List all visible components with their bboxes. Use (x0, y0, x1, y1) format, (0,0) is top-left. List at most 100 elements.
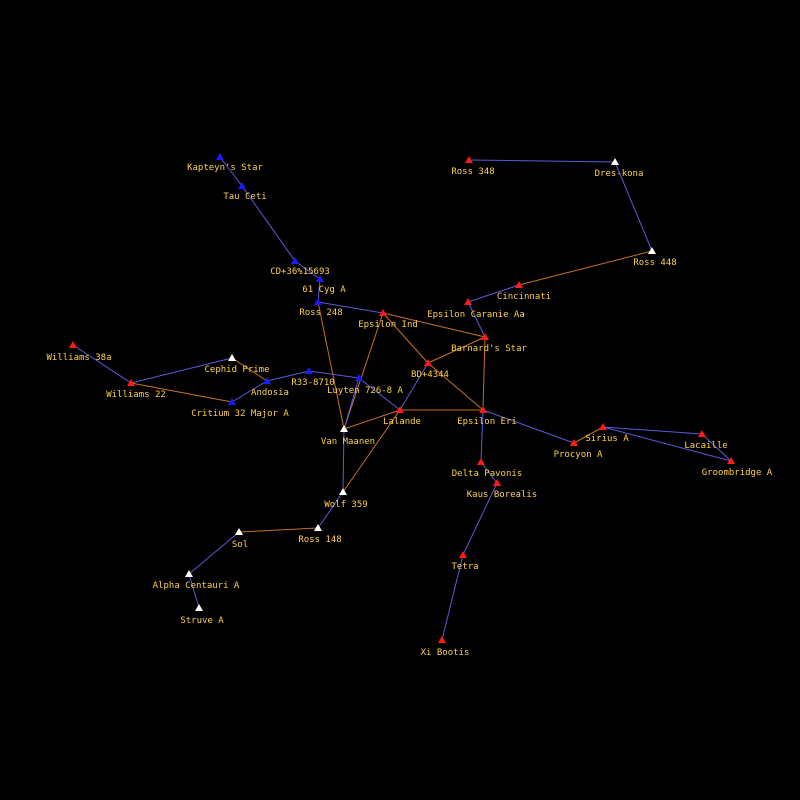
star-system-lalande[interactable] (396, 406, 404, 413)
star-label-groombridge-a: Groombridge A (702, 468, 773, 478)
hyperlane-williams-22-to-critium-32-major-a (130, 382, 233, 403)
star-label-tau-ceti: Tau Ceti (223, 192, 266, 202)
star-marker-icon[interactable] (611, 158, 619, 165)
star-system-struve-a[interactable] (195, 604, 203, 611)
star-marker-icon[interactable] (291, 257, 299, 264)
star-system-ross-348[interactable] (465, 156, 473, 163)
star-system-williams-22[interactable] (127, 379, 135, 386)
star-marker-icon[interactable] (263, 377, 271, 384)
hyperlane-critium-32-major-a-to-andosia (231, 380, 268, 403)
star-system-sirius-a[interactable] (599, 423, 607, 430)
star-system-alpha-centauri-a[interactable] (185, 570, 193, 577)
hyperlane-sirius-a-to-groombridge-a (602, 426, 732, 462)
star-system-ross-248[interactable] (314, 298, 322, 305)
star-system-cephid-prime[interactable] (228, 354, 236, 361)
star-marker-icon[interactable] (479, 406, 487, 413)
star-label-epsilon-caranie-aa: Epsilon Caranie Aa (427, 310, 525, 320)
star-marker-icon[interactable] (305, 367, 313, 374)
star-system-xi-bootis[interactable] (438, 636, 446, 643)
star-marker-icon[interactable] (396, 406, 404, 413)
star-marker-icon[interactable] (339, 488, 347, 495)
star-label-wolf-359: Wolf 359 (324, 500, 367, 510)
star-marker-icon[interactable] (515, 281, 523, 288)
hyperlane-layer (72, 156, 732, 641)
star-marker-icon[interactable] (355, 374, 363, 381)
star-system-epsilon-caranie-aa[interactable] (464, 298, 472, 305)
hyperlane-tetra-to-xi-bootis (441, 554, 464, 641)
star-marker-icon[interactable] (464, 298, 472, 305)
star-system-ross-448[interactable] (648, 247, 656, 254)
hyperlane-tau-ceti-to-cd36-15693 (241, 185, 296, 262)
star-system-andosia[interactable] (263, 377, 271, 384)
star-marker-icon[interactable] (314, 298, 322, 305)
star-marker-icon[interactable] (648, 247, 656, 254)
star-marker-icon[interactable] (228, 398, 236, 405)
star-system-dres-kona[interactable] (611, 158, 619, 165)
hyperlane-epsilon-eri-to-delta-pavonis (480, 409, 484, 463)
star-system-tau-ceti[interactable] (238, 182, 246, 189)
star-system-delta-pavonis[interactable] (477, 458, 485, 465)
star-system-groombridge-a[interactable] (727, 457, 735, 464)
star-marker-icon[interactable] (493, 479, 501, 486)
hyperlane-alpha-centauri-a-to-struve-a (188, 573, 200, 609)
star-label-procyon-a: Procyon A (554, 450, 603, 460)
star-label-dres-kona: Dres-kona (595, 169, 644, 179)
star-system-luyten-726-8a[interactable] (355, 374, 363, 381)
star-label-van-maanen: Van Maanen (321, 437, 375, 447)
star-marker-icon[interactable] (379, 309, 387, 316)
star-label-williams-22: Williams 22 (106, 390, 166, 400)
star-marker-icon[interactable] (195, 604, 203, 611)
star-marker-icon[interactable] (477, 458, 485, 465)
star-marker-icon[interactable] (69, 341, 77, 348)
star-system-wolf-359[interactable] (339, 488, 347, 495)
hyperlane-lalande-to-wolf-359 (342, 409, 401, 493)
star-label-barnards-star: Barnard's Star (451, 344, 527, 354)
star-marker-icon[interactable] (127, 379, 135, 386)
star-marker-icon[interactable] (340, 425, 348, 432)
star-system-bd4344[interactable] (424, 359, 432, 366)
star-marker-icon[interactable] (481, 333, 489, 340)
star-system-procyon-a[interactable] (570, 439, 578, 446)
star-label-critium-32-major-a: Critium 32 Major A (191, 409, 289, 419)
star-system-cd36-15693[interactable] (291, 257, 299, 264)
star-label-lacaille: Lacaille (684, 441, 727, 451)
star-system-van-maanen[interactable] (340, 425, 348, 432)
star-marker-icon[interactable] (316, 275, 324, 282)
star-marker-icon[interactable] (216, 153, 224, 160)
star-marker-icon[interactable] (238, 182, 246, 189)
star-system-ross-148[interactable] (314, 524, 322, 531)
star-system-williams-38a[interactable] (69, 341, 77, 348)
star-marker-icon[interactable] (599, 423, 607, 430)
star-system-tetra[interactable] (459, 551, 467, 558)
star-marker-icon[interactable] (228, 354, 236, 361)
star-marker-icon[interactable] (235, 528, 243, 535)
star-system-kapteyns-star[interactable] (216, 153, 224, 160)
star-system-epsilon-eri[interactable] (479, 406, 487, 413)
star-system-kaus-borealis[interactable] (493, 479, 501, 486)
hyperlane-barnards-star-to-bd4344 (427, 336, 486, 364)
star-marker-icon[interactable] (570, 439, 578, 446)
star-marker-icon[interactable] (698, 430, 706, 437)
star-system-critium-32-major-a[interactable] (228, 398, 236, 405)
star-system-epsilon-ind[interactable] (379, 309, 387, 316)
hyperlane-ross-348-to-dres-kona (468, 159, 616, 163)
hyperlane-bd4344-to-lalande (399, 362, 429, 411)
star-label-alpha-centauri-a: Alpha Centauri A (153, 581, 240, 591)
hyperlane-williams-22-to-cephid-prime (130, 357, 233, 384)
star-marker-icon[interactable] (424, 359, 432, 366)
star-marker-icon[interactable] (465, 156, 473, 163)
star-marker-icon[interactable] (314, 524, 322, 531)
star-system-lacaille[interactable] (698, 430, 706, 437)
star-marker-icon[interactable] (438, 636, 446, 643)
star-marker-icon[interactable] (459, 551, 467, 558)
star-marker-icon[interactable] (185, 570, 193, 577)
hyperlane-epsilon-caranie-aa-to-barnards-star (467, 301, 486, 338)
star-marker-icon[interactable] (727, 457, 735, 464)
star-system-cincinnati[interactable] (515, 281, 523, 288)
star-system-r33-8710[interactable] (305, 367, 313, 374)
star-system-61-cyg-a[interactable] (316, 275, 324, 282)
star-system-barnards-star[interactable] (481, 333, 489, 340)
star-system-sol[interactable] (235, 528, 243, 535)
